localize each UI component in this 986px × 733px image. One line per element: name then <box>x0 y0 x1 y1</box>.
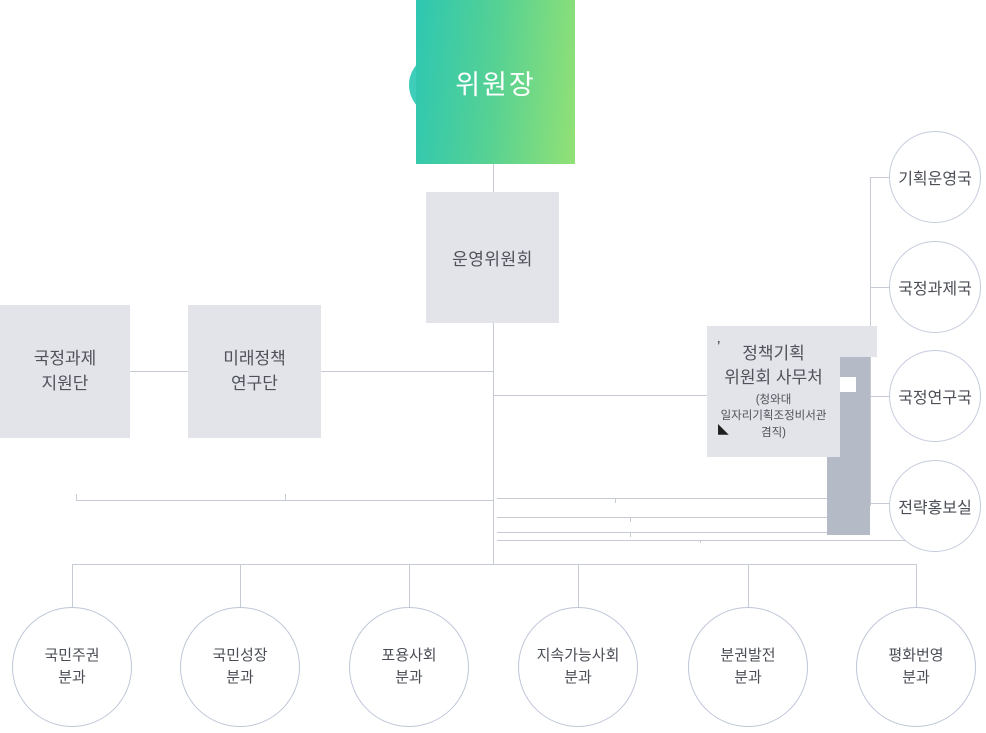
node-label: 분권발전 분과 <box>720 647 776 686</box>
node-support-unit-1: 국정과제 지원단 <box>0 305 130 438</box>
node-division-1: 국민주권 분과 <box>12 607 132 727</box>
node-label: 지속가능사회 분과 <box>536 647 620 686</box>
node-label: 평화번영 분과 <box>888 647 944 686</box>
node-division-6: 평화번영 분과 <box>856 607 976 727</box>
node-division-5: 분권발전 분과 <box>688 607 808 727</box>
node-chairman: 위원장 <box>416 0 575 164</box>
node-support-unit-2: 미래정책 연구단 <box>188 305 321 438</box>
stray-tick-mark: ’ <box>717 338 721 355</box>
node-steering-committee: 운영위원회 <box>426 192 559 323</box>
node-label: 운영위원회 <box>452 250 533 269</box>
node-bureau-3: 국정연구국 <box>889 350 981 442</box>
node-label: 위원장 <box>455 69 536 100</box>
node-bureau-2: 국정과제국 <box>889 241 981 333</box>
node-label: 포용사회 분과 <box>381 647 437 686</box>
node-label: 미래정책 연구단 <box>223 348 286 393</box>
node-division-3: 포용사회 분과 <box>349 607 469 727</box>
node-secretariat: ’ ◣ 정책기획 위원회 사무처 (청와대 일자리기획조정비서관 겸직) <box>707 326 840 457</box>
node-label: 기획운영국 <box>898 171 972 188</box>
node-division-4: 지속가능사회 분과 <box>518 607 638 727</box>
node-sublabel: (청와대 일자리기획조정비서관 겸직) <box>720 393 827 439</box>
lines-group <box>72 164 928 607</box>
node-label: 국정과제국 <box>898 281 972 298</box>
node-label: 국정연구국 <box>898 390 972 407</box>
node-bureau-1: 기획운영국 <box>889 131 981 223</box>
node-label: 전략홍보실 <box>898 500 972 517</box>
node-label: 국민성장 분과 <box>212 647 268 686</box>
node-label: 국정과제 지원단 <box>33 348 97 393</box>
node-bureau-4: 전략홍보실 <box>889 460 981 552</box>
bar-extension <box>840 326 877 357</box>
cursor-triangle-icon: ◣ <box>718 420 729 436</box>
bar-notch <box>840 377 856 392</box>
node-division-2: 국민성장 분과 <box>180 607 300 727</box>
node-label: 정책기획 위원회 사무처 <box>724 344 823 387</box>
node-label: 국민주권 분과 <box>44 647 100 686</box>
